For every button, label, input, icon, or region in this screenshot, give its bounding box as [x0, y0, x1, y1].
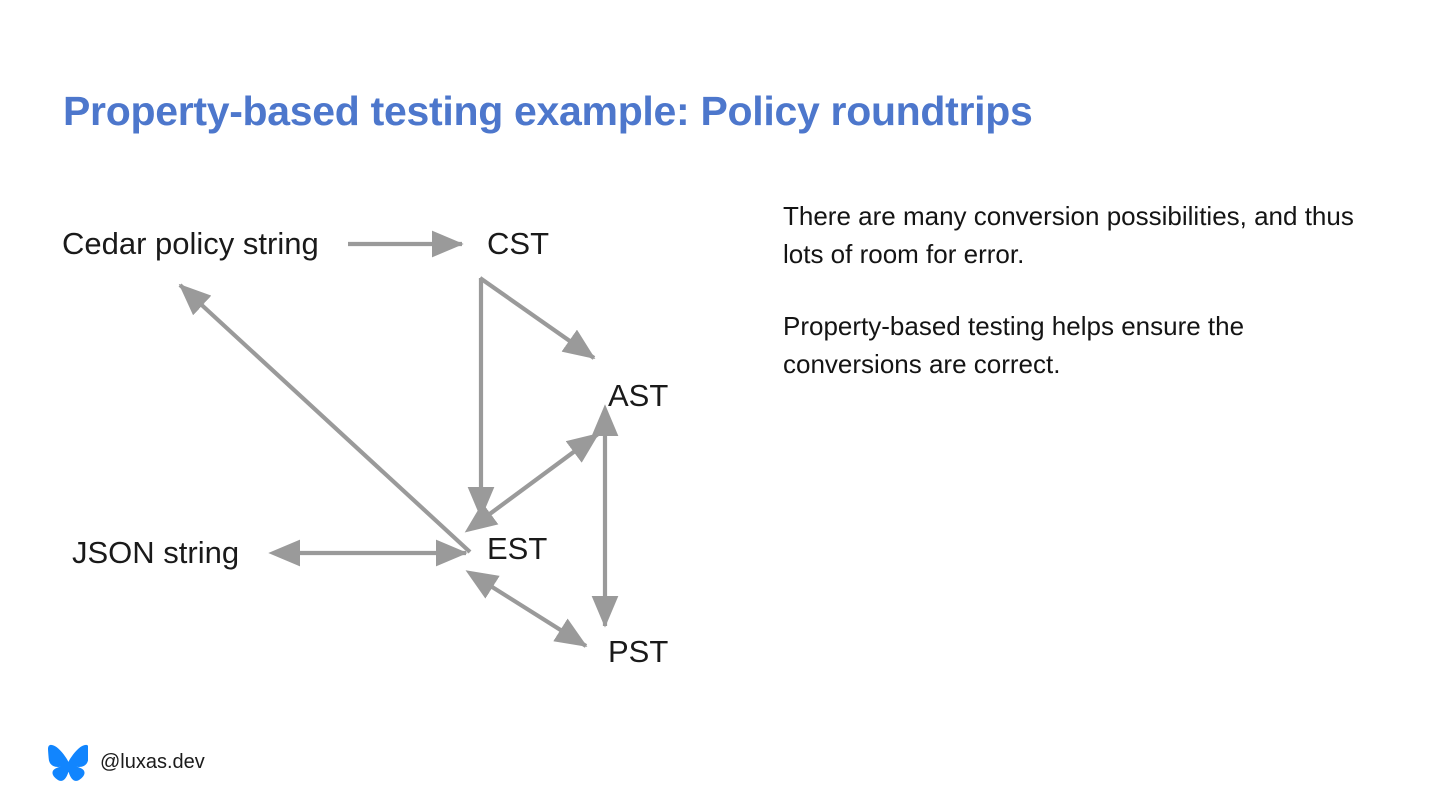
edge-est-to-pst	[465, 570, 588, 648]
conversion-diagram: Cedar policy string CST AST JSON string …	[0, 180, 760, 700]
footer: @luxas.dev	[48, 742, 205, 782]
edge-cst-to-ast	[478, 276, 596, 360]
body-text-column: There are many conversion possibilities,…	[783, 198, 1383, 384]
edge-est-to-cedar	[178, 283, 472, 554]
diagram-arrows	[178, 230, 619, 648]
diagram-node-ast: AST	[608, 378, 669, 413]
footer-handle: @luxas.dev	[100, 751, 205, 773]
edge-est-to-ast	[464, 432, 600, 533]
diagram-node-cst: CST	[487, 226, 549, 261]
body-paragraph-2: Property-based testing helps ensure the …	[783, 310, 1245, 379]
bluesky-butterfly-logo	[48, 744, 88, 781]
body-paragraph-1: There are many conversion possibilities,…	[783, 201, 1354, 269]
page-title: Property-based testing example: Policy r…	[63, 88, 1033, 134]
diagram-node-pst: PST	[608, 634, 669, 669]
diagram-node-cedar: Cedar policy string	[62, 226, 319, 261]
diagram-node-json: JSON string	[72, 535, 240, 570]
bluesky-butterfly-icon	[48, 742, 88, 782]
diagram-node-est: EST	[487, 531, 548, 566]
